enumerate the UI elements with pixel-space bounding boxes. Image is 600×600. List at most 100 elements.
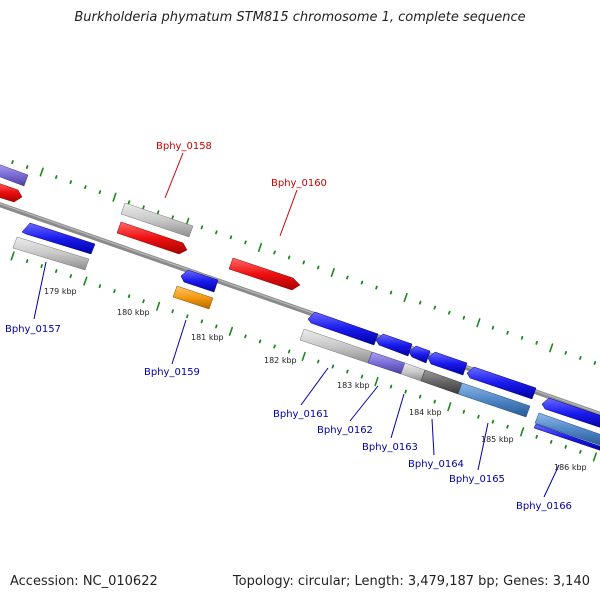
minor-tick	[98, 190, 102, 195]
minor-tick	[316, 359, 320, 364]
minor-tick	[142, 205, 145, 210]
minor-tick	[113, 289, 116, 294]
gene-label-bphy-0162[interactable]: Bphy_0162	[317, 425, 373, 436]
major-tick	[228, 326, 233, 336]
minor-tick	[185, 314, 189, 319]
minor-tick	[462, 409, 466, 414]
minor-tick	[360, 280, 364, 285]
minor-tick	[156, 210, 160, 215]
gene-label-bphy-0166[interactable]: Bphy_0166	[516, 501, 572, 512]
major-tick	[374, 376, 379, 387]
gene-feature[interactable]	[0, 182, 23, 203]
minor-tick	[40, 264, 43, 269]
gene-feature[interactable]	[427, 351, 468, 376]
gene-feature[interactable]	[420, 369, 463, 395]
gene-feature[interactable]	[408, 345, 431, 364]
major-tick	[519, 427, 525, 437]
gene-label-bphy-0158[interactable]: Bphy_0158	[156, 141, 212, 152]
gene-label-bphy-0164[interactable]: Bphy_0164	[408, 459, 464, 470]
minor-tick	[287, 255, 291, 260]
gene-label-bphy-0165[interactable]: Bphy_0165	[449, 474, 505, 485]
minor-tick	[98, 284, 102, 289]
minor-tick	[273, 344, 276, 349]
reverse-genes	[12, 222, 600, 452]
gene-feature[interactable]	[228, 257, 301, 291]
scale-label: 182 kbp	[264, 356, 297, 365]
major-tick	[83, 276, 88, 286]
major-tick	[447, 402, 452, 412]
gene-feature[interactable]	[21, 222, 96, 255]
minor-tick	[389, 290, 393, 295]
minor-tick	[55, 175, 58, 180]
topology-text: Topology: circular; Length: 3,479,187 bp…	[232, 574, 590, 589]
major-tick	[403, 292, 408, 303]
gene-feature[interactable]	[116, 221, 188, 255]
scale-label: 181 kbp	[191, 333, 224, 342]
minor-tick	[418, 300, 422, 305]
gene-label-bphy-0159[interactable]: Bphy_0159	[144, 367, 200, 378]
minor-tick	[55, 269, 58, 274]
gene-feature[interactable]	[400, 362, 426, 382]
major-tick	[156, 301, 161, 311]
minor-tick	[593, 360, 597, 365]
minor-tick	[549, 439, 553, 444]
minor-tick	[200, 319, 204, 324]
minor-tick	[69, 274, 72, 279]
gene-label-bphy-0157[interactable]: Bphy_0157	[5, 324, 61, 335]
scale-label: 184 kbp	[409, 408, 442, 417]
minor-tick	[389, 384, 393, 389]
minor-tick	[579, 449, 582, 454]
gene-feature[interactable]	[457, 382, 531, 418]
gene-label-bphy-0161[interactable]: Bphy_0161	[273, 409, 329, 420]
gene-feature[interactable]	[172, 285, 214, 310]
minor-tick	[273, 250, 276, 255]
gene-feature[interactable]	[466, 366, 537, 400]
minor-tick	[244, 240, 247, 245]
minor-tick	[229, 235, 233, 240]
minor-tick	[171, 215, 175, 220]
minor-tick	[302, 260, 306, 265]
minor-tick	[215, 324, 218, 329]
minor-tick	[200, 225, 204, 230]
major-tick	[330, 267, 335, 278]
minor-tick	[316, 265, 320, 270]
major-tick	[10, 251, 15, 261]
gene-feature[interactable]	[180, 269, 219, 293]
minor-tick	[520, 335, 524, 340]
minor-tick	[25, 259, 29, 264]
gene-feature[interactable]	[307, 311, 379, 346]
major-tick	[39, 167, 44, 177]
forward-leader-lines	[164, 152, 298, 237]
minor-tick	[142, 299, 145, 304]
gene-feature[interactable]	[367, 351, 406, 375]
inner-tick-ring	[10, 251, 598, 462]
minor-tick	[346, 369, 349, 374]
gene-feature[interactable]	[534, 412, 600, 447]
accession-text: Accession: NC_010622	[10, 574, 158, 589]
minor-tick	[127, 200, 131, 205]
minor-tick	[506, 330, 509, 335]
gene-feature[interactable]	[120, 202, 194, 238]
minor-tick	[535, 434, 538, 439]
map-title: Burkholderia phymatum STM815 chromosome …	[74, 10, 526, 25]
minor-tick	[11, 160, 14, 165]
gene-feature[interactable]	[0, 163, 29, 187]
minor-tick	[375, 285, 378, 290]
gene-feature[interactable]	[12, 236, 90, 271]
minor-tick	[258, 339, 262, 344]
gene-label-bphy-0163[interactable]: Bphy_0163	[362, 442, 418, 453]
gene-label-bphy-0160[interactable]: Bphy_0160	[271, 178, 327, 189]
reverse-leader-lines	[33, 261, 560, 498]
major-tick	[257, 242, 263, 252]
gene-feature[interactable]	[375, 333, 413, 357]
minor-tick	[535, 340, 538, 345]
minor-tick	[346, 275, 349, 280]
scale-label: 185 kbp	[481, 435, 514, 444]
outer-tick-ring	[11, 160, 597, 365]
gene-feature[interactable]	[541, 397, 600, 429]
major-tick	[592, 452, 598, 462]
minor-tick	[433, 399, 437, 404]
minor-tick	[462, 315, 466, 320]
gene-feature[interactable]	[533, 423, 600, 452]
